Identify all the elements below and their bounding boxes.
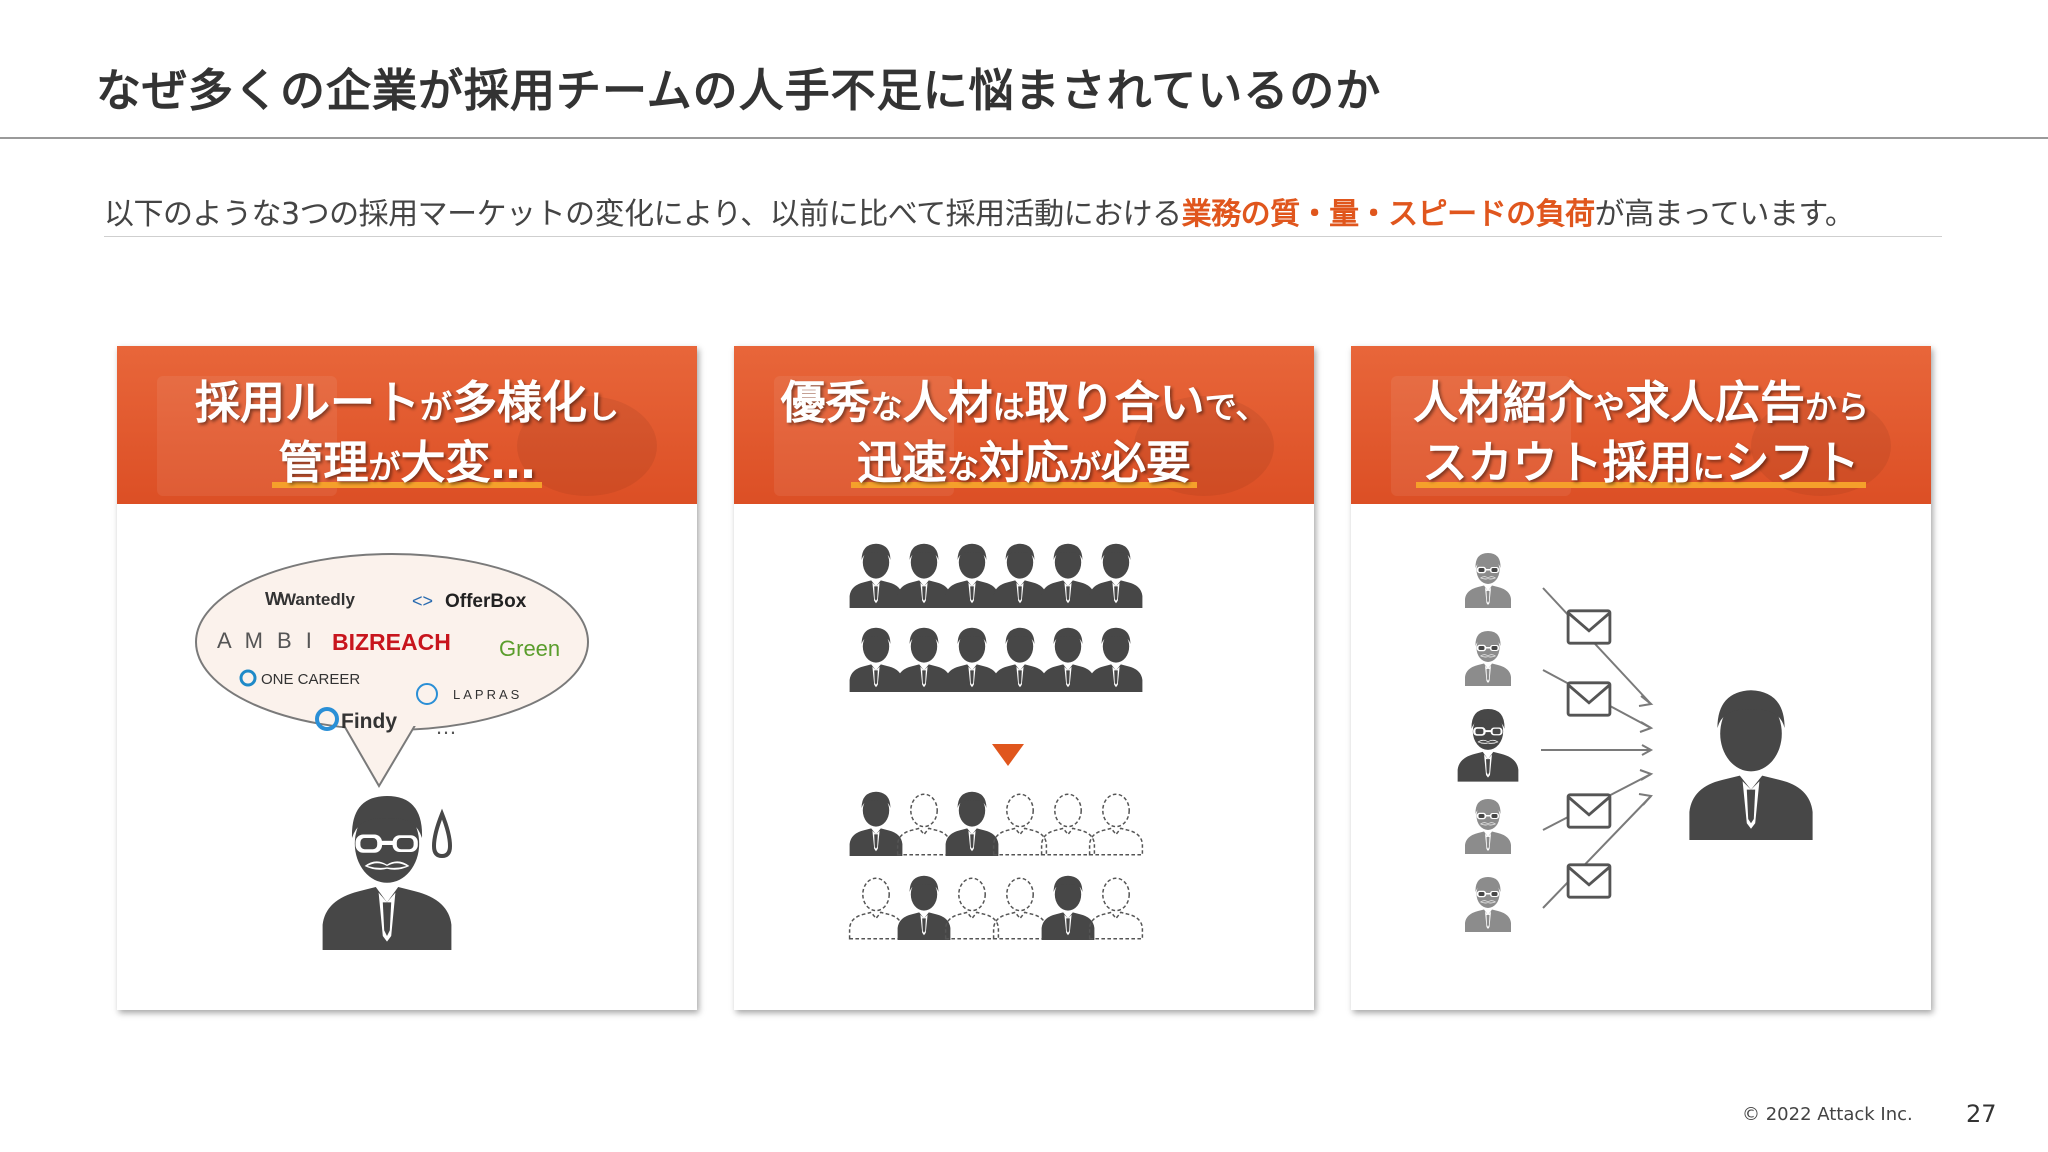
person-icon [1041, 627, 1095, 692]
person-icon [897, 543, 951, 608]
mail-icon [1566, 793, 1612, 829]
recruiter-icon [1464, 798, 1512, 854]
person-icon [993, 627, 1047, 692]
recruiter-icon [1464, 876, 1512, 932]
routes-illustration: Wantedly W OfferBox <> A M B I BIZREACH … [195, 553, 589, 950]
person-icon [897, 627, 951, 692]
person-icon [945, 791, 999, 856]
person-outline-icon [1088, 877, 1144, 940]
down-arrow-icon [992, 744, 1024, 766]
logo-bizreach: BIZREACH [332, 629, 451, 655]
card-body: Wantedly W OfferBox <> A M B I BIZREACH … [117, 504, 697, 1010]
worried-man-icon [321, 795, 453, 950]
page-number: 27 [1966, 1100, 1997, 1128]
scout-illustration [1457, 552, 1813, 932]
mail-icon [1566, 609, 1612, 645]
lead-divider [104, 236, 1942, 237]
copyright: © 2022 Attack Inc. [1742, 1104, 1913, 1125]
recruiter-icon [1464, 630, 1512, 686]
lead-text: 以下のような3つの採用マーケットの変化により、以前に比べて採用活動における業務の… [104, 189, 1855, 233]
recruiter-icon [1464, 552, 1512, 608]
talent-illustration [848, 543, 1144, 940]
person-icon [945, 543, 999, 608]
person-icon [849, 627, 903, 692]
logo-ambi: A M B I [217, 628, 316, 653]
person-outline-icon [992, 877, 1048, 940]
recruiters-column [1457, 552, 1519, 932]
logo-offerbox: OfferBox [445, 591, 527, 612]
card-heading-line1: 優秀な人材は取り合いで、 [780, 376, 1268, 429]
card-scout: 人材紹介や求人広告から スカウト採用にシフト [1351, 346, 1931, 1010]
logo-lapras: LAPRAS [453, 687, 522, 702]
person-icon [945, 627, 999, 692]
crowd-reduced [848, 791, 1144, 940]
card-body [1351, 504, 1931, 1010]
card-header: 人材紹介や求人広告から スカウト採用にシフト [1351, 346, 1931, 504]
crowd-full [849, 543, 1143, 692]
mail-icon [1566, 681, 1612, 717]
card-heading-line1: 人材紹介や求人広告から [1412, 376, 1870, 429]
mail-icon [1566, 863, 1612, 899]
lead-before: 以下のような3つの採用マーケットの変化により、以前に比べて採用活動における [104, 197, 1182, 232]
card-heading-line2: 迅速な対応が必要 [734, 426, 1314, 491]
person-icon [849, 791, 903, 856]
card-heading-line1: 採用ルートが多様化し [194, 376, 620, 429]
svg-text:<>: <> [412, 591, 433, 611]
logo-findy: Findy [341, 710, 397, 733]
person-icon [849, 543, 903, 608]
page-title: なぜ多くの企業が採用チームの人手不足に悩まされているのか [96, 64, 1382, 117]
logo-wantedly: Wantedly [280, 590, 355, 609]
card-body [734, 504, 1314, 1010]
logo-green: Green [499, 636, 560, 661]
lead-after: が高まっています。 [1594, 197, 1855, 232]
person-icon [1089, 543, 1143, 608]
card-routes: 採用ルートが多様化し 管理が大変… Wantedly W OfferBox <>… [117, 346, 697, 1010]
person-outline-icon [1088, 793, 1144, 856]
person-icon [897, 875, 951, 940]
person-outline-icon [992, 793, 1048, 856]
lead-highlight: 業務の質・量・スピードの負荷 [1181, 197, 1596, 232]
person-icon [1041, 543, 1095, 608]
card-heading-line2: スカウト採用にシフト [1351, 426, 1931, 491]
person-outline-icon [848, 877, 904, 940]
title-divider [0, 137, 2048, 139]
person-outline-icon [944, 877, 1000, 940]
card-heading-line2: 管理が大変… [117, 426, 697, 491]
person-icon [1089, 627, 1143, 692]
card-talent: 優秀な人材は取り合いで、 迅速な対応が必要 [734, 346, 1314, 1010]
svg-text:W: W [265, 589, 282, 609]
person-icon [1041, 875, 1095, 940]
candidate-icon [1689, 690, 1813, 840]
card-header: 採用ルートが多様化し 管理が大変… [117, 346, 697, 504]
sweat-drop-icon [431, 808, 453, 859]
logos-more: … [435, 714, 457, 739]
person-outline-icon [1040, 793, 1096, 856]
person-icon [993, 543, 1047, 608]
card-header: 優秀な人材は取り合いで、 迅速な対応が必要 [734, 346, 1314, 504]
recruiter-highlight-icon [1457, 708, 1519, 782]
person-outline-icon [896, 793, 952, 856]
logo-onecareer: ONE CAREER [261, 671, 360, 688]
